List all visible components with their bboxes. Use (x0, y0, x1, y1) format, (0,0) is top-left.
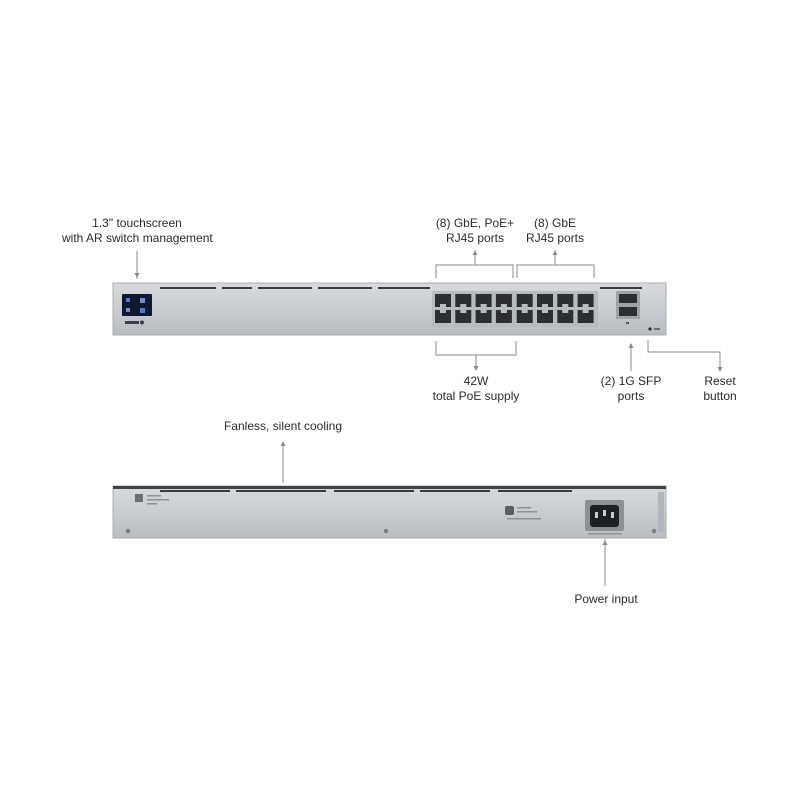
ubiquiti-logo-icon (505, 506, 541, 520)
rj45-latch-notch (521, 304, 528, 307)
power-inlet-icon (585, 500, 624, 535)
rj45-latch-notch (440, 310, 446, 313)
rj45-latch-notch (562, 304, 569, 307)
rear-product-label (135, 494, 169, 505)
rj45-port-icon (495, 310, 512, 323)
power-input-callout: Power input (574, 592, 638, 606)
rj45-port-icon (557, 310, 574, 323)
rj45-port-icon (557, 294, 574, 307)
rj45-latch-notch (562, 310, 569, 313)
rj45-port-icon (537, 294, 553, 307)
rj45-port-icon (516, 294, 533, 307)
reset-button-callout: Reset button (703, 374, 737, 403)
rj45-port-icon (475, 310, 492, 323)
front-leader-arrows (134, 250, 723, 372)
rear-leader-arrows (280, 441, 608, 545)
rj45-latch-notch (460, 304, 467, 307)
rj45-latch-notch (440, 304, 446, 307)
rj45-port-icon (495, 294, 512, 307)
rj45-latch-notch (582, 304, 589, 307)
rj45-port-icon (455, 310, 472, 323)
rj45-latch-notch (542, 304, 548, 307)
reset-pinhole-icon (648, 327, 660, 331)
rj45-port-icon (435, 294, 451, 307)
rj45-latch-notch (542, 310, 548, 313)
rj45-port-icon (516, 310, 533, 323)
rj45-port-icon (455, 294, 472, 307)
rj45-latch-notch (460, 310, 467, 313)
rj45-port-icon (475, 294, 492, 307)
gbe-ports-callout: (8) GbE RJ45 ports (525, 216, 585, 245)
poe-supply-callout: 42W total PoE supply (432, 374, 520, 403)
rj45-latch-notch (500, 310, 507, 313)
front-leader-lines (136, 250, 721, 371)
rj45-ports (435, 294, 594, 323)
touchscreen-icon (122, 294, 152, 325)
rj45-port-icon (577, 294, 594, 307)
rj45-latch-notch (480, 304, 487, 307)
sfp-ports-callout: (2) 1G SFP ports (600, 374, 662, 403)
touchscreen-callout: 1.3" touchscreen with AR switch manageme… (62, 216, 213, 245)
rj45-latch-notch (521, 310, 528, 313)
rj45-port-block (432, 291, 598, 327)
rj45-port-icon (435, 310, 451, 323)
rear-leader-lines (282, 442, 606, 586)
sfp-cages (616, 291, 640, 324)
rj45-port-icon (537, 310, 553, 323)
rj45-port-icon (577, 310, 594, 323)
front-vent-slots (160, 287, 642, 289)
rack-screw-icons (125, 528, 657, 534)
poe-ports-callout: (8) GbE, PoE+ RJ45 ports (435, 216, 515, 245)
rj45-latch-notch (582, 310, 589, 313)
rj45-latch-notch (480, 310, 487, 313)
rear-vent-slots (160, 490, 572, 492)
rj45-latch-notch (500, 304, 507, 307)
rear-chassis (112, 485, 667, 539)
cooling-callout: Fanless, silent cooling (223, 419, 343, 433)
